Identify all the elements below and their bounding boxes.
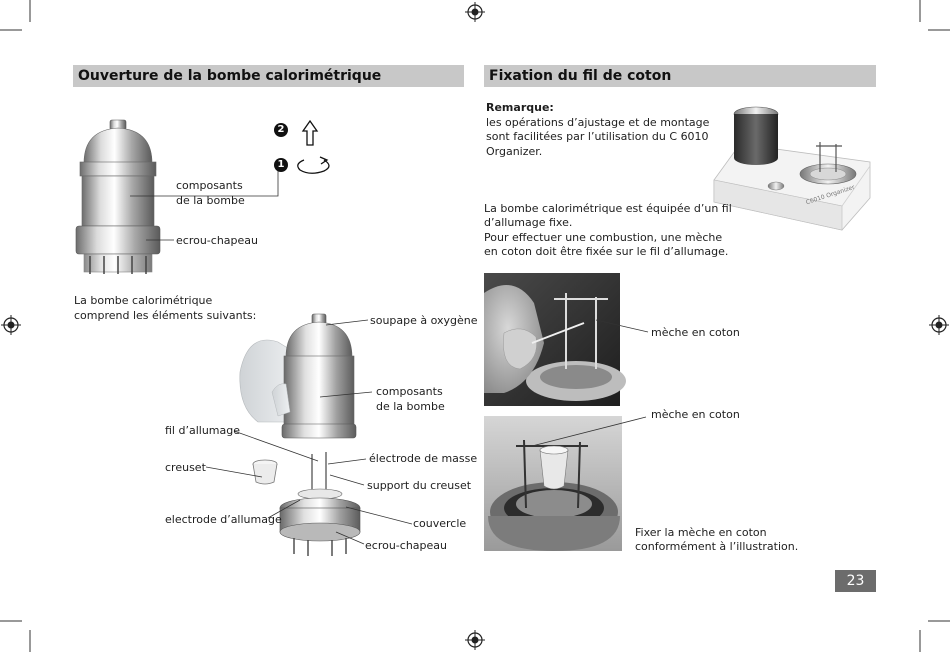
step-marker-1: 1 <box>274 158 288 172</box>
remark-line-1: les opérations d’ajustage et de montage <box>486 116 710 129</box>
body-line-2: d’allumage fixe. <box>484 216 573 229</box>
label-meche-1: mèche en coton <box>651 326 740 339</box>
label-electrode-allumage: electrode d’allumage <box>165 513 282 526</box>
registration-mark-icon <box>465 630 485 650</box>
photo-mounted-wick <box>484 416 622 551</box>
rotate-arrow-icon <box>297 156 330 174</box>
remark-line-2: sont facilitées par l’utilisation du C 6… <box>486 130 709 143</box>
caption-line-1: Fixer la mèche en coton <box>635 526 767 539</box>
remark-line-3: Organizer. <box>486 145 543 158</box>
label-electrode-masse: électrode de masse <box>369 452 478 465</box>
leader-lines-exploded <box>205 319 413 545</box>
photo-tweezers <box>484 273 626 406</box>
crucible-icon <box>252 459 278 485</box>
exploded-bomb-photo <box>239 313 361 556</box>
label-composants-top-2: de la bombe <box>176 194 245 207</box>
body-line-4: en coton doit être fixée sur le fil d’al… <box>484 245 729 258</box>
page-number: 23 <box>835 570 876 592</box>
bomb-photo <box>75 119 161 274</box>
step-marker-2: 2 <box>274 123 288 137</box>
organizer-photo: C6010 Organizer <box>713 106 871 231</box>
section-title-fixation: Fixation du fil de coton <box>484 65 876 87</box>
label-ecrou-top: ecrou-chapeau <box>176 234 258 247</box>
label-composants-2: de la bombe <box>376 400 445 413</box>
leader-meche-1 <box>595 319 649 333</box>
label-soupape: soupape à oxygène <box>370 314 478 327</box>
label-ecrou-chapeau: ecrou-chapeau <box>365 539 447 552</box>
intro-line-1: La bombe calorimétrique <box>74 294 213 307</box>
body-line-3: Pour effectuer une combustion, une mèche <box>484 231 723 244</box>
body-line-1: La bombe calorimétrique est équipée d’un… <box>484 202 732 215</box>
label-couvercle: couvercle <box>413 517 467 530</box>
leader-meche-2 <box>531 416 647 447</box>
label-composants-top: composants <box>176 179 243 192</box>
label-fil-allumage: fil d’allumage <box>165 424 240 437</box>
leader-lines-top <box>130 160 279 241</box>
registration-mark-icon <box>465 2 485 22</box>
intro-line-2: comprend les éléments suivants: <box>74 309 257 322</box>
section-title-ouverture: Ouverture de la bombe calorimétrique <box>73 65 464 87</box>
caption-line-2: conformément à l’illustration. <box>635 540 799 553</box>
label-meche-2: mèche en coton <box>651 408 740 421</box>
remark-label: Remarque: <box>486 101 554 114</box>
label-creuset: creuset <box>165 461 206 474</box>
label-support-creuset: support du creuset <box>367 479 472 492</box>
label-composants: composants <box>376 385 443 398</box>
registration-mark-icon <box>1 315 21 335</box>
up-arrow-icon <box>301 119 319 146</box>
registration-mark-icon <box>929 315 949 335</box>
